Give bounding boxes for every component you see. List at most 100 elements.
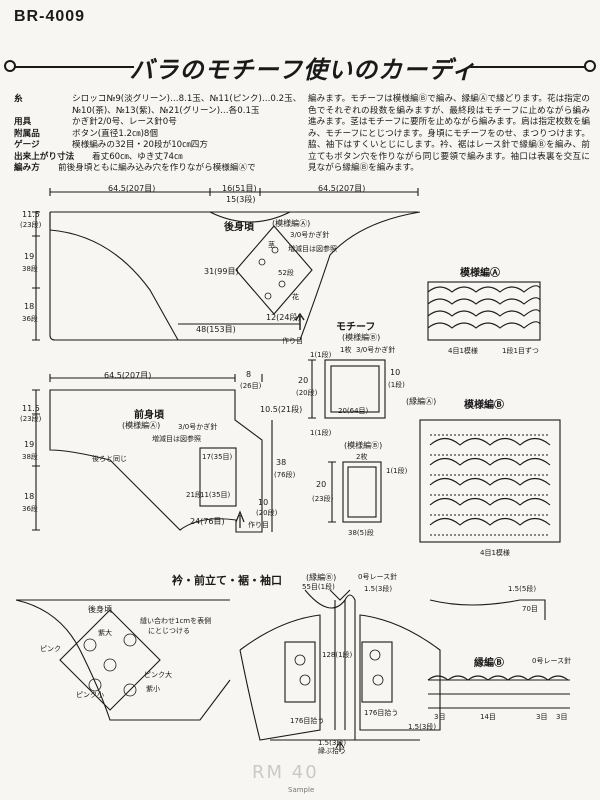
back-motif-diamond	[235, 225, 313, 315]
back-width-left: 64.5(207目)	[108, 184, 156, 193]
edge-row-d: 3目	[556, 713, 568, 721]
bottom-sleeve-st: 70目	[522, 605, 538, 613]
front-bottom-label: 作り目	[248, 521, 269, 529]
front-band: 38	[276, 458, 287, 467]
edge-b-needle: 0号レース針	[532, 657, 572, 665]
materials-value: 着丈60㎝、ゆき丈74㎝	[92, 151, 183, 162]
front-motif-rows: 17(35目)	[202, 453, 233, 461]
back-motif-size: 31(99目)	[204, 267, 239, 276]
title-knot-left	[4, 60, 16, 72]
materials-row: 用具 かぎ針2/0号、レース針0号	[14, 117, 304, 129]
title-rule-right	[470, 66, 586, 68]
rose-icon	[123, 633, 137, 647]
back-side-c-rows: 36段	[22, 315, 38, 323]
pattern-b-repeat: 4目1模様	[480, 549, 510, 557]
bottom-label-pink-l: ピンク大	[144, 671, 172, 679]
back-note: 増減目は図参照	[288, 245, 337, 253]
motif-left-rows: (20段)	[296, 389, 318, 397]
motif-size-2: 1(1段)	[386, 467, 408, 475]
edge-row-c: 3目	[536, 713, 548, 721]
back-title: 後身頃	[224, 222, 254, 233]
motif-border: (縁編Ⓐ)	[406, 397, 437, 406]
bottom-section-needle: 0号レース針	[358, 573, 398, 581]
materials-row: 編み方 前後身頃ともに編み込み穴を作りながら模様編Ⓐで	[14, 163, 304, 175]
materials-row: ゲージ 模様編みの32目・20段が10㎝四方	[14, 140, 304, 152]
bottom-back-outline	[15, 599, 231, 721]
motif-pattern-2: (模様編Ⓑ)	[344, 441, 383, 450]
front-width: 64.5(207目)	[104, 371, 152, 380]
edge-b-title: 縁編Ⓑ	[474, 658, 504, 669]
back-motif-rows: 52段	[278, 269, 294, 277]
bottom-note-2: にとじつける	[148, 627, 190, 635]
front-pattern: (模様編Ⓐ)	[122, 421, 161, 430]
front-band-rows: (76段)	[274, 471, 296, 479]
back-side-b: 19	[24, 252, 35, 261]
footer-logo: RM 40	[252, 762, 319, 783]
pattern-a-repeat: 4目1模様	[448, 347, 478, 355]
rose-icon	[264, 292, 272, 300]
motif-rect-1	[324, 359, 386, 419]
title-rule-left	[14, 66, 134, 68]
motif-edge: 1(1段)	[310, 429, 332, 437]
back-side-c: 18	[24, 302, 35, 311]
front-motif-w: 11(35目)	[200, 491, 231, 499]
front-motif-rect	[199, 447, 237, 507]
materials-key: 附属品	[14, 128, 40, 139]
back-mark-stem: 茎	[268, 241, 275, 249]
bottom-front-right	[359, 614, 441, 731]
bottom-sleeve: 1.5(5段)	[508, 585, 537, 593]
edge-b-chart	[427, 675, 570, 709]
edge-row-a: 3目	[434, 713, 446, 721]
bottom-label-purple-s: 紫小	[146, 685, 160, 693]
edge-row-b: 14目	[480, 713, 496, 721]
front-motif-h: 21段	[186, 491, 202, 499]
materials-key: ゲージ	[14, 140, 40, 150]
materials-row: 出来上がり寸法 着丈60㎝、ゆき丈74㎝	[14, 152, 304, 164]
back-bottom: 48(153目)	[196, 325, 236, 334]
rose-icon	[258, 258, 266, 266]
motif-rect-1-inner	[330, 365, 380, 413]
rose-icon	[369, 649, 381, 661]
rose-icon	[372, 674, 384, 686]
pattern-a-note: 1段1目ずつ	[502, 347, 539, 355]
pattern-id: BR-4009	[14, 8, 86, 25]
back-side-b-rows: 38段	[22, 265, 38, 273]
bottom-front-w: 128(1段)	[322, 651, 353, 659]
materials-value: かぎ針2/0号、レース針0号	[72, 117, 177, 127]
front-side-c-rows: 36段	[22, 505, 38, 513]
materials-value: 前後身頃ともに編み込み穴を作りながら模様編Ⓐで	[58, 163, 256, 173]
materials-key: 編み方	[14, 163, 40, 173]
title-knot-right	[584, 60, 596, 72]
pattern-a-chart	[427, 281, 541, 341]
bottom-edge-note: 縁ぶ拾う	[318, 747, 346, 755]
materials-value: 模様編みの32目・20段が10㎝四方	[72, 140, 208, 150]
front-side-b: 19	[24, 440, 35, 449]
materials-list: 糸 シロッコ№9(淡グリーン)…8.1玉、№11(ピンク)…0.2玉、 №10(…	[14, 94, 304, 175]
pattern-b-chart	[419, 419, 561, 543]
bottom-section-sub: (縁編Ⓑ)	[306, 573, 337, 582]
back-bottom-label: 作り目	[282, 337, 303, 345]
bottom-label-purple: 紫大	[98, 629, 112, 637]
motif-right: 10	[390, 368, 401, 377]
rose-icon	[88, 678, 102, 692]
front-body-outline	[49, 389, 263, 533]
back-needle: 3/0号かぎ針	[290, 231, 330, 239]
rose-icon	[103, 658, 117, 672]
pattern-a-title: 模様編Ⓐ	[460, 268, 500, 279]
page-number: Sample	[288, 786, 315, 794]
motif-top: 1(1段)	[310, 351, 332, 359]
bottom-label-pink-s: ピンク小	[76, 691, 104, 699]
bottom-back-title: 後身頃	[88, 605, 112, 614]
front-side-c: 18	[24, 492, 35, 501]
front-needle: 3/0号かぎ針	[178, 423, 218, 431]
motif-left: 20	[298, 376, 309, 385]
motif-pattern: (模様編Ⓑ)	[342, 333, 381, 342]
materials-row: №10(茶)、№13(紫)、№21(グリーン)…各0.1玉	[14, 106, 304, 118]
motif-rect-2	[342, 461, 382, 523]
bottom-section-title: 衿・前立て・裾・袖口	[172, 574, 282, 587]
front-hem: 24(76目)	[190, 517, 225, 526]
bottom-hem-w: 176目拾う	[290, 717, 325, 725]
motif-rect-2-inner	[347, 466, 377, 518]
front-note: 増減目は図参照	[152, 435, 201, 443]
